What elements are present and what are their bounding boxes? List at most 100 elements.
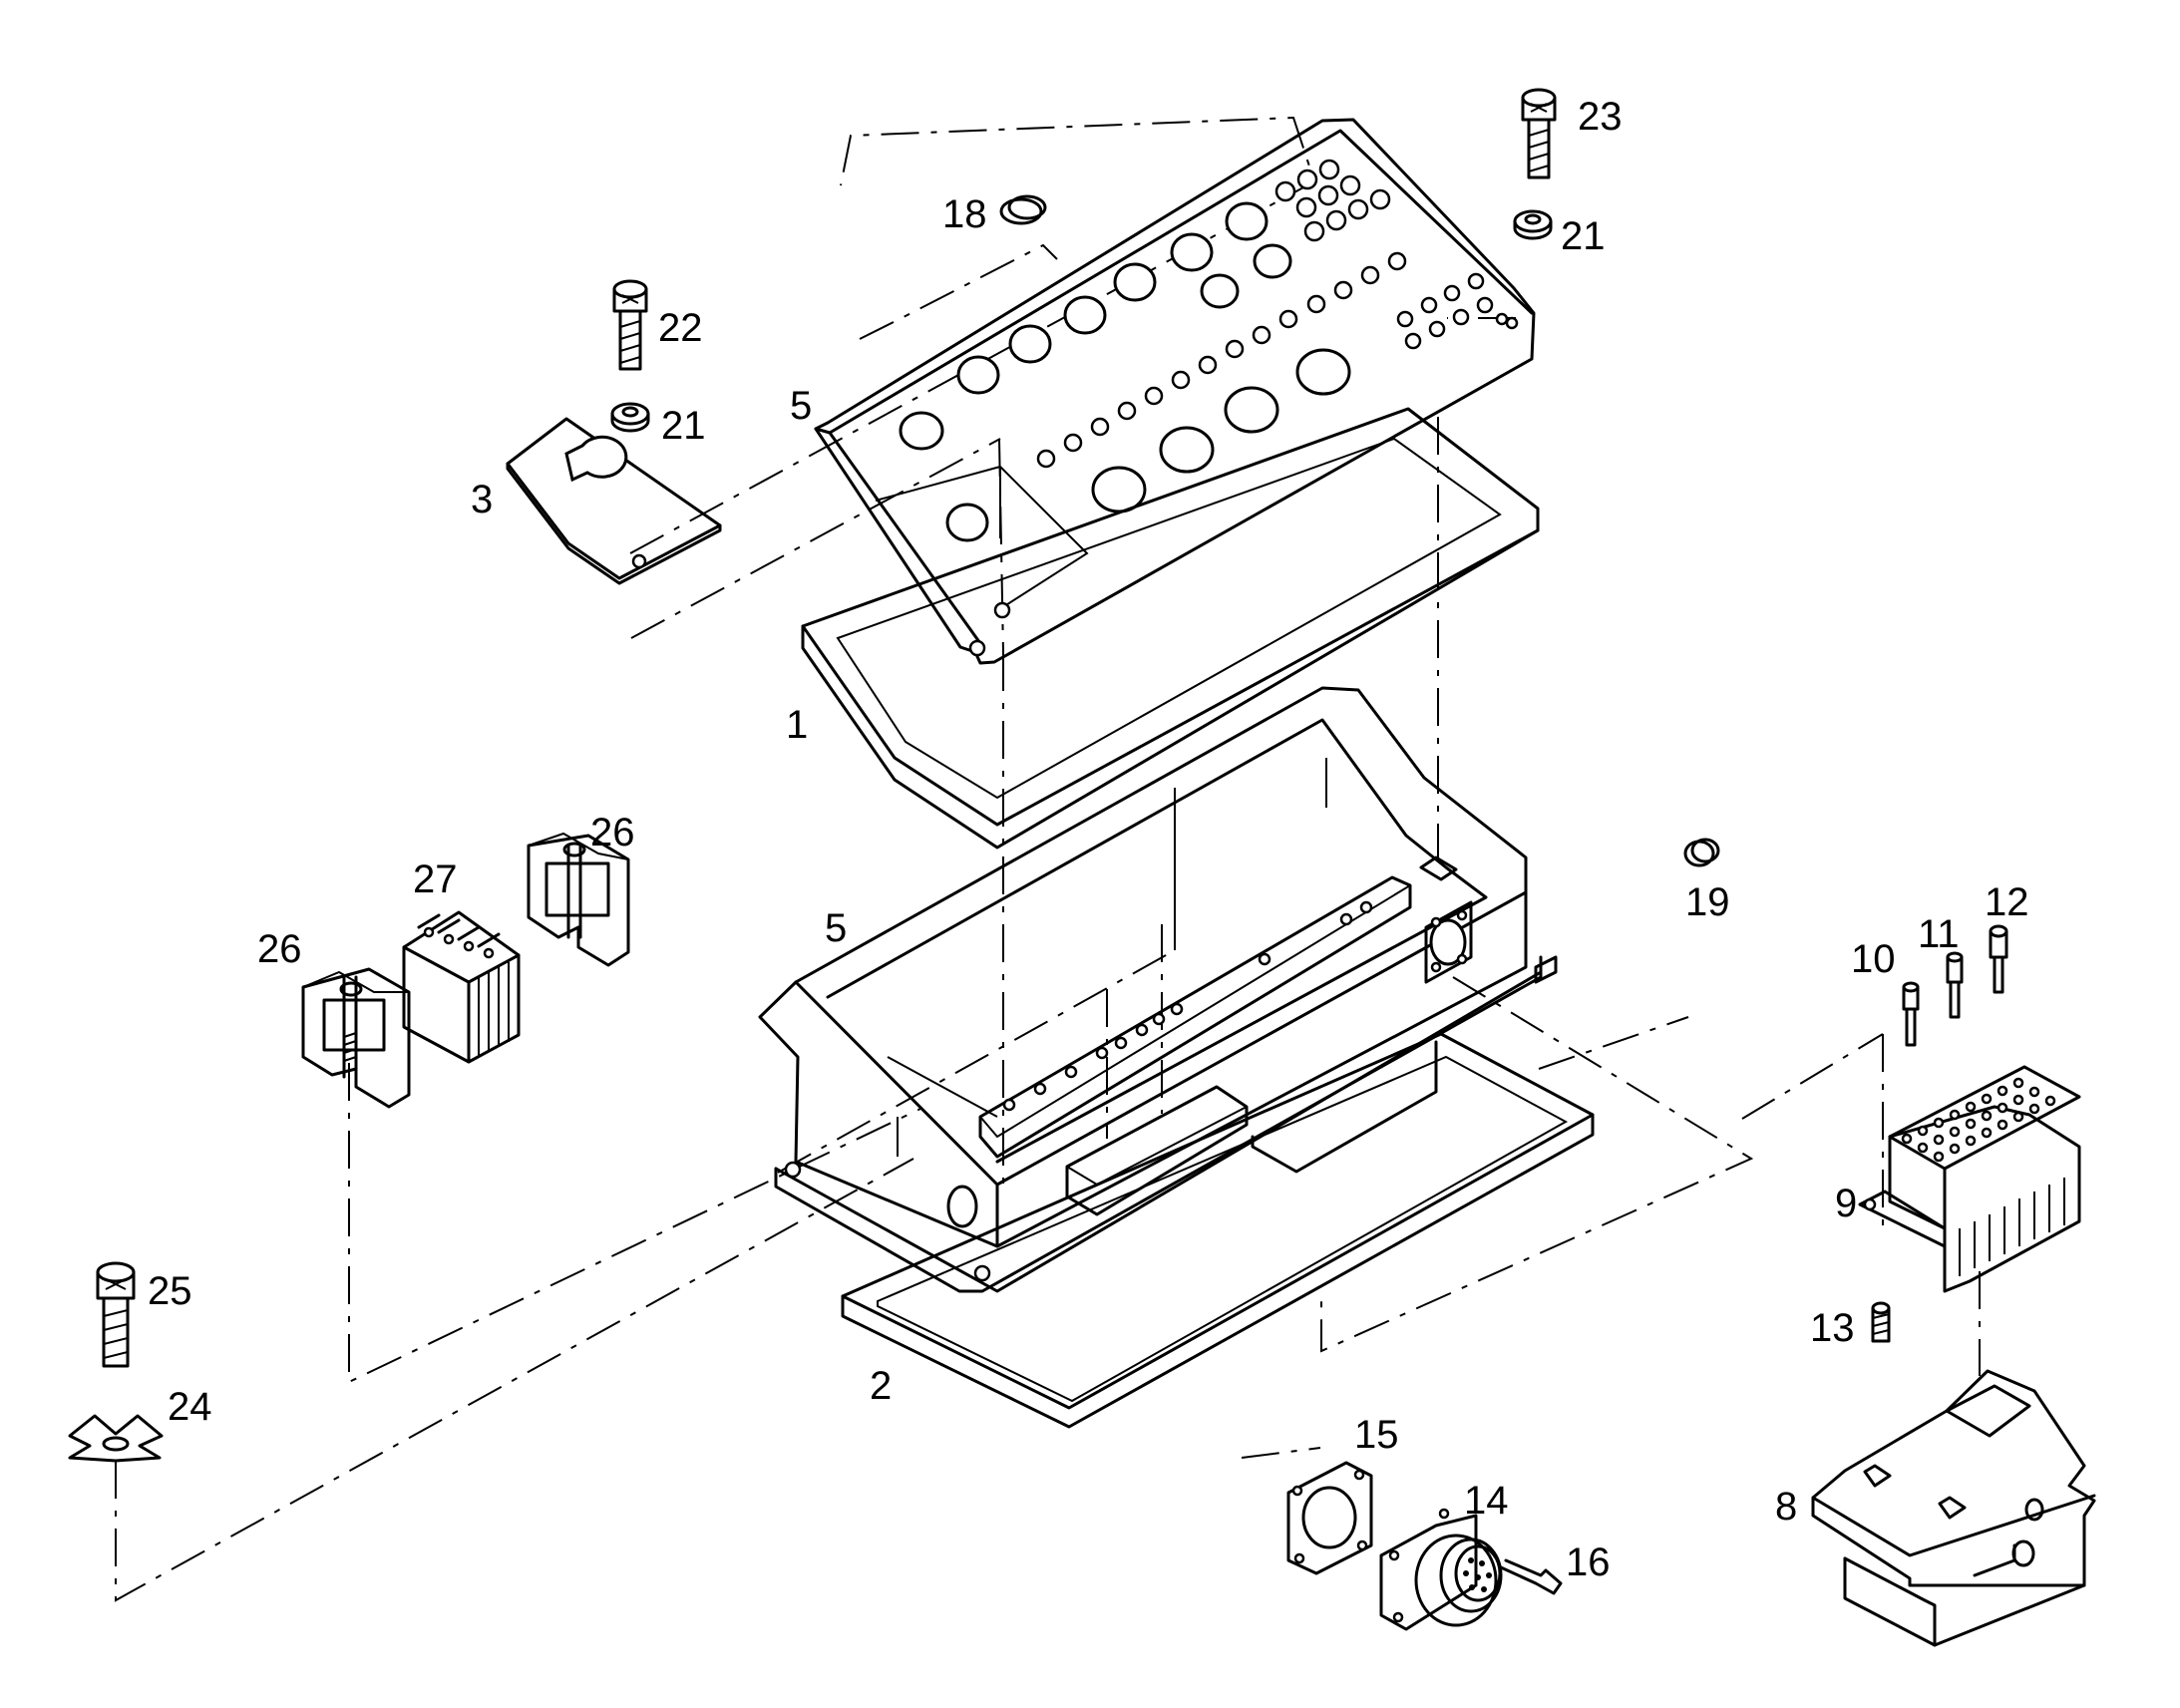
screw-13: [1871, 1301, 1891, 1343]
callout-3: 3: [471, 478, 493, 521]
callout-14: 14: [1464, 1479, 1509, 1523]
gasket-bottom: [841, 1032, 1595, 1429]
plug-18: [999, 194, 1047, 225]
washer-21-right: [1513, 209, 1553, 240]
flange-15: [1286, 1461, 1373, 1575]
cover-hole: [956, 355, 1000, 395]
box-flange-edge: [774, 970, 1543, 1293]
pin-10: [1902, 981, 1920, 1047]
box-foot: [1534, 955, 1558, 984]
box-inner-clip: [1419, 855, 1458, 881]
gasket2-inner: [877, 1055, 1569, 1403]
bracket: [506, 417, 722, 585]
washer-21-left: [610, 402, 650, 433]
cover-hole: [1113, 262, 1157, 302]
box-bottom-block: [1251, 1040, 1438, 1174]
connector-cutout-hole: [1429, 918, 1467, 966]
plug-19: [1683, 838, 1720, 867]
callout-11: 11: [1918, 912, 1960, 956]
cover-panel: [814, 118, 1536, 665]
callout-19: 19: [1685, 880, 1730, 924]
cover-hole: [1200, 273, 1240, 309]
callout-10: 10: [1851, 937, 1896, 981]
bracket-outline: [506, 417, 722, 580]
box-inner-rim: [826, 718, 1488, 1164]
end-clamp-26-left: [301, 967, 411, 1109]
din-rail-edge: [979, 884, 1411, 1139]
end-clamp-26-right: [527, 832, 630, 967]
foot-clip-24: [68, 1414, 164, 1463]
cover-top-edge: [828, 129, 1534, 435]
bracket-edge: [506, 462, 722, 585]
leader-plate-to-cover: [630, 438, 1001, 639]
insert-contact-holes: [1901, 1077, 2056, 1163]
callout-26-right: 26: [590, 811, 635, 854]
box-mount-hole: [973, 1264, 991, 1282]
cover-hole: [899, 411, 944, 451]
din-rail-holes: [1002, 900, 1373, 1112]
leader-box-to-19: [1538, 1016, 1689, 1070]
gasket-side: [801, 528, 1540, 850]
housing-box: [758, 686, 1558, 1293]
box-inner-floor: [887, 1056, 998, 1118]
cover-crease: [875, 466, 1001, 502]
callout-21-right: 21: [1561, 214, 1606, 258]
cover-hole: [1008, 324, 1052, 364]
cover-hole: [1253, 243, 1292, 279]
box-mount-hole: [784, 1161, 802, 1179]
callout-12: 12: [1985, 880, 2029, 924]
cover-hole: [1159, 426, 1215, 474]
gasket-outline: [801, 407, 1540, 827]
cover-screw-hole: [968, 639, 986, 657]
box-body: [758, 686, 1528, 1248]
bracket-keyhole: [564, 435, 628, 483]
hood-8: [1811, 1369, 2096, 1647]
leader-foot-24: [115, 1158, 914, 1602]
box-flange-bottom: [774, 955, 1543, 1293]
callout-16: 16: [1566, 1540, 1611, 1584]
screw-23: [1521, 88, 1557, 179]
pin-11: [1946, 951, 1964, 1019]
cover-screw-hole: [993, 601, 1011, 619]
callout-8: 8: [1775, 1485, 1797, 1529]
cover-hole: [1170, 232, 1214, 272]
cover-bend-line: [999, 466, 1089, 609]
gasket2-outline: [841, 1032, 1595, 1429]
leader-box-bottom: [777, 949, 1176, 1174]
callout-25: 25: [148, 1269, 192, 1313]
box-inner-lines: [897, 758, 1327, 1157]
callout-5-box: 5: [825, 906, 847, 950]
screw-25: [96, 1261, 136, 1368]
callout-labels: 1 2 3 5 5 8 9 10 11 12 13 14 15 16 18 19…: [148, 95, 2029, 1584]
callout-27: 27: [413, 857, 458, 901]
bracket-hole: [631, 553, 647, 569]
pin-12: [1989, 924, 2008, 994]
callout-21-left: 21: [661, 404, 706, 448]
leader-insert-diag: [1741, 1033, 1884, 1120]
callout-15: 15: [1354, 1413, 1399, 1457]
gasket2-edge: [841, 1113, 1595, 1410]
cover-hole: [1063, 295, 1107, 335]
connector-cutout: [1424, 900, 1473, 984]
callout-5-cover: 5: [790, 384, 812, 428]
cover-hole: [1224, 386, 1279, 434]
cover-hole: [1225, 201, 1269, 241]
callout-26-left: 26: [257, 927, 302, 971]
callout-24: 24: [168, 1385, 212, 1429]
callout-22: 22: [658, 306, 703, 350]
leader-flange-loop: [1320, 976, 1754, 1353]
screw-22: [612, 279, 648, 371]
gasket-inner: [836, 437, 1502, 800]
terminal-27: [402, 910, 521, 1064]
leader-cover-side: [859, 243, 1058, 340]
callout-1: 1: [786, 703, 808, 747]
callout-9: 9: [1835, 1182, 1857, 1225]
leader-to-15: [1241, 1447, 1321, 1459]
connector-14: [1379, 1508, 1503, 1631]
leader-cover-top: [629, 116, 1316, 554]
gasket-top: [801, 407, 1540, 850]
callout-13: 13: [1810, 1306, 1855, 1350]
connector-insert-9: [1858, 1065, 2081, 1293]
cover-hole: [945, 503, 989, 542]
